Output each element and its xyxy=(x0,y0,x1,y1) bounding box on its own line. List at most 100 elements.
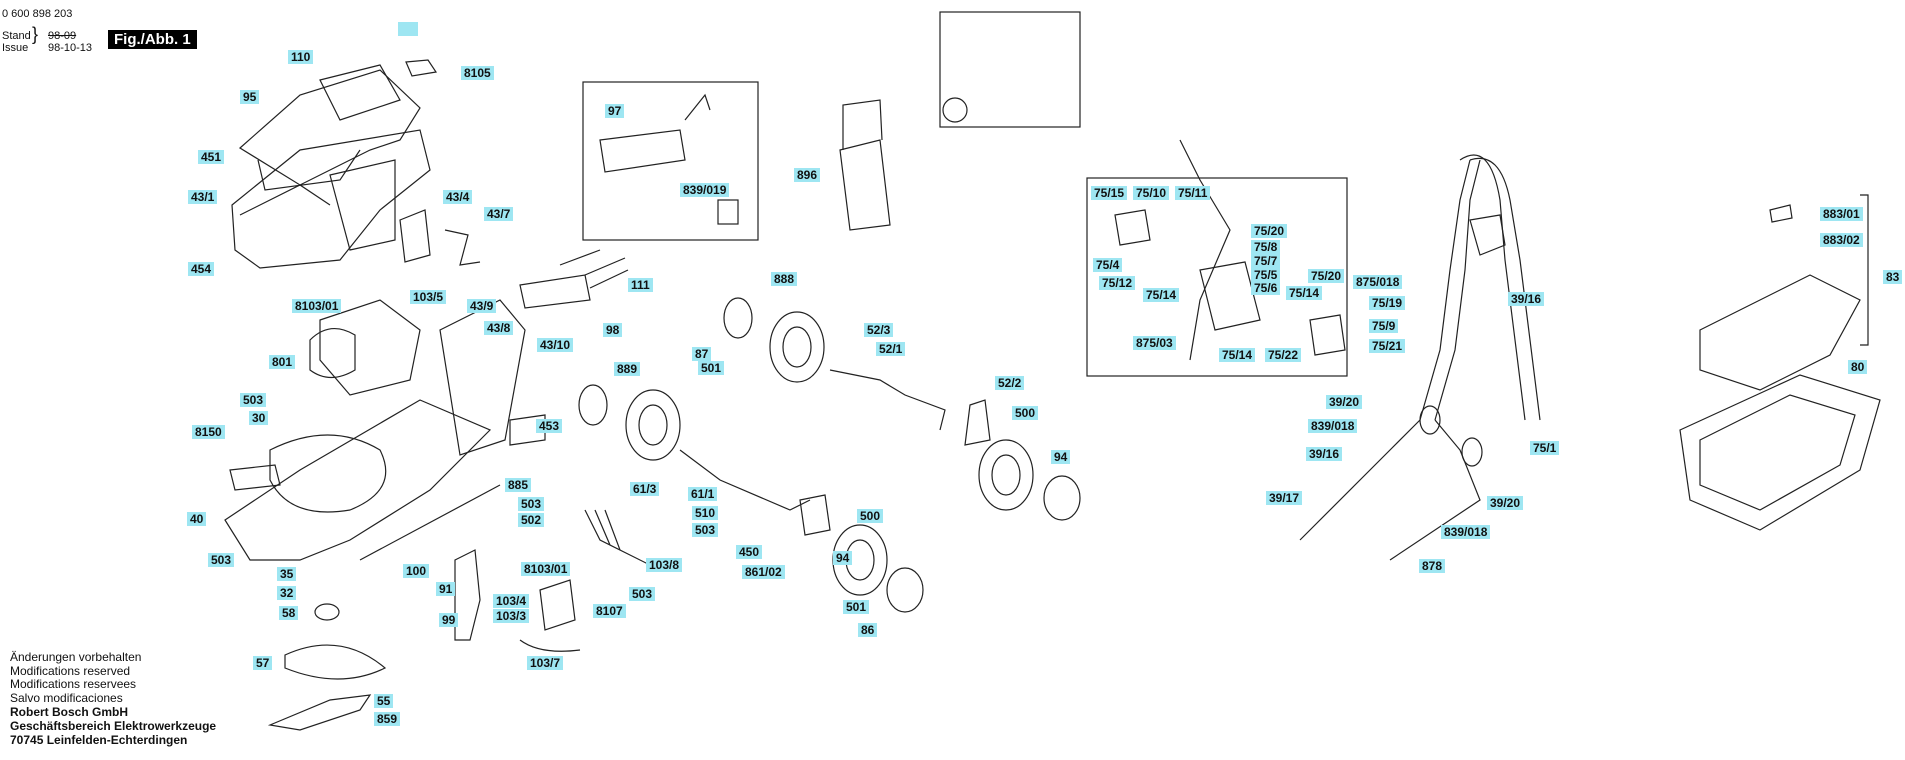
part-label: 39/16 xyxy=(1306,447,1343,461)
part-label: 39/16 xyxy=(1508,292,1545,306)
battery-839-019 xyxy=(717,199,739,225)
part-label: 889 xyxy=(614,362,641,376)
part-label: 503 xyxy=(208,553,235,567)
part-label: 451 xyxy=(198,150,225,164)
part-label: 43/8 xyxy=(484,321,514,335)
part-label: 875/018 xyxy=(1353,275,1403,289)
motor-deck xyxy=(224,299,526,561)
axle-61-3 xyxy=(679,449,811,511)
part-label: 39/17 xyxy=(1266,491,1303,505)
cable-103-7 xyxy=(519,639,581,652)
part-453 xyxy=(509,414,546,446)
part-label: 8103/01 xyxy=(521,562,571,576)
bracket-43-7 xyxy=(444,229,481,266)
mower-housing-cover xyxy=(231,64,431,269)
part-label: 75/20 xyxy=(1251,224,1288,238)
switch-inset xyxy=(1086,177,1348,377)
switch-body xyxy=(1199,261,1261,331)
part-label: 503 xyxy=(240,393,267,407)
footer-line-2: Modifications reserved xyxy=(10,664,131,678)
part-label: 32 xyxy=(277,586,297,600)
part-label: 510 xyxy=(692,506,719,520)
part-label: 8103/01 xyxy=(292,299,342,313)
clips-111 xyxy=(559,249,629,289)
stand-value: 98-09 xyxy=(48,30,77,42)
part-label: 91 xyxy=(436,582,456,596)
part-label: 75/5 xyxy=(1251,268,1281,282)
part-label: 503 xyxy=(692,523,719,537)
part-label: 75/9 xyxy=(1369,319,1399,333)
part-label: 503 xyxy=(629,587,656,601)
part-label: 95 xyxy=(240,90,260,104)
part-label: 502 xyxy=(518,513,545,527)
part-label: 103/7 xyxy=(527,656,564,670)
part-label: 878 xyxy=(1419,559,1446,573)
footer-address: 70745 Leinfelden-Echterdingen xyxy=(10,733,188,747)
charger-inset xyxy=(582,81,759,241)
part-label: 61/3 xyxy=(630,482,660,496)
part-label: 43/10 xyxy=(537,338,574,352)
cover-43-4 xyxy=(399,209,431,263)
clip-8105 xyxy=(405,59,438,77)
blade-55 xyxy=(267,694,372,731)
part-label: 75/10 xyxy=(1133,186,1170,200)
part-label: 503 xyxy=(518,497,545,511)
part-label: 75/15 xyxy=(1091,186,1128,200)
part-label: 30 xyxy=(249,411,269,425)
part-label: 103/8 xyxy=(646,558,683,572)
highlight-marker xyxy=(398,22,418,36)
part-label: 75/12 xyxy=(1099,276,1136,290)
brace-glyph: } xyxy=(32,24,39,44)
part-label: 43/7 xyxy=(484,207,514,221)
switch-housing xyxy=(1114,209,1151,246)
part-label: 839/018 xyxy=(1308,419,1358,433)
handle-assembly xyxy=(1299,154,1541,561)
part-label: 75/19 xyxy=(1369,296,1406,310)
part-label: 103/5 xyxy=(410,290,447,304)
part-label: 111 xyxy=(628,278,653,292)
part-label: 839/019 xyxy=(680,183,730,197)
lever-52-2 xyxy=(964,399,991,446)
part-label: 98 xyxy=(603,323,623,337)
part-label: 883/01 xyxy=(1820,207,1863,221)
part-label: 87 xyxy=(692,347,712,361)
part-label: 61/1 xyxy=(688,487,718,501)
part-label: 75/14 xyxy=(1219,348,1256,362)
part-label: 861/02 xyxy=(742,565,785,579)
part-label: 86 xyxy=(858,623,878,637)
wiring-schematic xyxy=(939,11,1081,128)
part-label: 75/7 xyxy=(1251,254,1281,268)
stand-label: Stand xyxy=(2,30,31,42)
spring-99 xyxy=(454,549,481,641)
switch-cap xyxy=(1309,314,1346,356)
part-label: 58 xyxy=(279,606,299,620)
part-label: 450 xyxy=(736,545,763,559)
part-label: 500 xyxy=(1012,406,1039,420)
wheels xyxy=(578,297,1081,613)
part-label: 94 xyxy=(1051,450,1071,464)
part-label: 75/21 xyxy=(1369,339,1406,353)
lever-861-02 xyxy=(799,494,831,536)
part-label: 97 xyxy=(605,104,625,118)
part-label: 55 xyxy=(374,694,394,708)
part-label: 859 xyxy=(374,712,401,726)
part-label: 896 xyxy=(794,168,821,182)
part-label: 57 xyxy=(253,656,273,670)
figure-title: Fig./Abb. 1 xyxy=(108,30,197,49)
plate-8150 xyxy=(229,464,281,491)
part-label: 39/20 xyxy=(1487,496,1524,510)
grass-collector xyxy=(1679,274,1881,531)
part-label: 103/3 xyxy=(493,609,530,623)
part-label: 43/4 xyxy=(443,190,473,204)
part-label: 80 xyxy=(1848,360,1868,374)
part-label: 35 xyxy=(277,567,297,581)
handle-in-inset xyxy=(1179,139,1231,361)
bracket-83 xyxy=(1860,194,1869,346)
part-label: 75/6 xyxy=(1251,281,1281,295)
part-label: 52/2 xyxy=(995,376,1025,390)
part-label: 43/9 xyxy=(467,299,497,313)
part-label: 75/14 xyxy=(1286,286,1323,300)
part-label: 75/11 xyxy=(1175,186,1211,200)
part-label: 110 xyxy=(288,50,314,64)
